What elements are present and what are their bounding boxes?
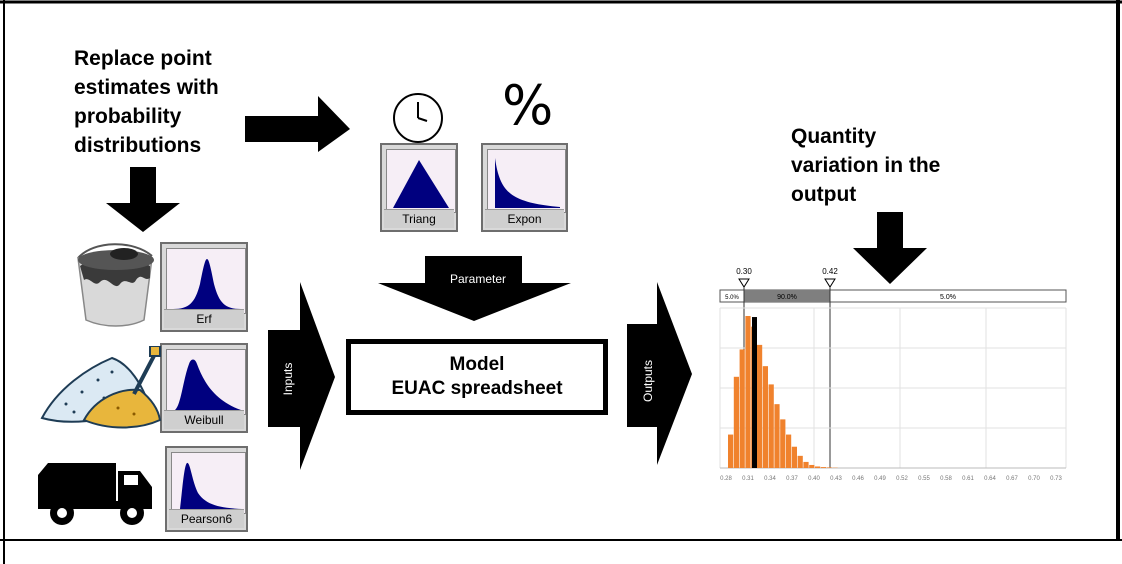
output-histogram-chart: 5.0% 90.0% 5.0% 0.30 0.42 0.28 0.31 0.34 0.37 0.4… [719, 267, 1067, 482]
weibull-label: Weibull [164, 410, 244, 429]
parameter-label: Parameter [449, 272, 507, 286]
marker-label: 0.42 [822, 267, 838, 276]
x-tick-label: 0.43 [830, 476, 842, 482]
band-center-label: 90.0% [777, 294, 797, 301]
x-tick-label: 0.37 [786, 476, 798, 482]
histogram-bar [826, 467, 832, 468]
triang-plot [386, 149, 456, 213]
expon-label: Expon [485, 209, 564, 228]
x-tick-label: 0.67 [1006, 476, 1018, 482]
x-tick-label: 0.31 [742, 476, 754, 482]
x-tick-label: 0.70 [1028, 476, 1040, 482]
intro-line: distributions [74, 134, 202, 157]
triang-label: Triang [384, 209, 454, 228]
x-tick-label: 0.40 [808, 476, 820, 482]
x-tick-label: 0.28 [720, 476, 732, 482]
histogram-bar [745, 316, 751, 468]
histogram-bar [733, 376, 739, 468]
histogram-bar [739, 349, 745, 468]
histogram-bar [768, 384, 774, 468]
intro-line: Replace point [74, 47, 212, 70]
right-arrow [245, 96, 350, 152]
band-right-label: 5.0% [940, 294, 956, 301]
band-center [744, 290, 830, 302]
histogram-bar [762, 366, 768, 468]
sand-shovel-icon [40, 346, 162, 429]
model-box: Model EUAC spreadsheet [346, 339, 608, 415]
mean-bar [752, 317, 757, 468]
dump-truck-icon [38, 463, 152, 525]
expon-plot [487, 149, 566, 213]
histogram-bar [809, 464, 815, 468]
paint-bucket-icon [77, 243, 154, 327]
histogram-bar [786, 434, 792, 468]
histogram-bar [728, 434, 734, 468]
outputs-arrow [627, 282, 692, 465]
histogram-bar [803, 461, 809, 468]
inputs-arrow [268, 282, 335, 470]
histogram-bar [791, 446, 797, 468]
output-line: Quantity [791, 125, 877, 148]
marker-triangle [738, 278, 750, 288]
percent-icon: % [502, 74, 554, 137]
expon-shape [495, 158, 560, 208]
histogram-bar [757, 344, 763, 468]
erf-plot [166, 248, 246, 314]
x-tick-label: 0.55 [918, 476, 930, 482]
weibull-plot [166, 349, 246, 415]
expon-distribution: Expon [481, 143, 568, 232]
pearson6-distribution: Pearson6 [165, 446, 248, 532]
pearson6-shape [180, 462, 242, 509]
intro-text: Replace point estimates with probability… [74, 44, 219, 160]
band-left-label: 5.0% [725, 295, 739, 301]
weibull-distribution: Weibull [160, 343, 248, 433]
triang-shape [393, 160, 449, 208]
histogram-bar [780, 419, 786, 468]
output-text: Quantity variation in the output [791, 122, 940, 209]
parameter-arrow [378, 256, 571, 321]
outputs-label: Outputs [641, 359, 655, 403]
output-line: output [791, 183, 857, 206]
erf-distribution: Erf [160, 242, 248, 332]
x-tick-label: 0.64 [984, 476, 996, 482]
model-title: Model [449, 354, 505, 375]
erf-shape [173, 259, 241, 309]
x-tick-label: 0.49 [874, 476, 886, 482]
x-tick-label: 0.61 [962, 476, 974, 482]
erf-label: Erf [164, 309, 244, 328]
pearson6-label: Pearson6 [169, 509, 244, 528]
intro-line: estimates with [74, 76, 219, 99]
histogram-bar [797, 455, 803, 468]
x-tick-label: 0.73 [1050, 476, 1062, 482]
inputs-label: Inputs [281, 362, 295, 396]
histogram-bar [815, 466, 821, 468]
histogram-bar [774, 404, 780, 468]
down-arrow [106, 167, 180, 232]
weibull-shape [175, 359, 241, 410]
x-tick-label: 0.46 [852, 476, 864, 482]
triang-distribution: Triang [380, 143, 458, 232]
intro-line: probability [74, 105, 182, 128]
output-line: variation in the [791, 154, 941, 177]
model-subtitle: EUAC spreadsheet [391, 378, 563, 399]
marker-label: 0.30 [736, 267, 752, 276]
clock-icon [393, 93, 443, 143]
x-tick-label: 0.52 [896, 476, 908, 482]
x-tick-label: 0.34 [764, 476, 776, 482]
marker-triangle [824, 278, 836, 288]
chart-down-arrow [853, 212, 927, 284]
x-tick-label: 0.58 [940, 476, 952, 482]
histogram-bar [820, 467, 826, 468]
pearson6-plot [171, 452, 246, 514]
